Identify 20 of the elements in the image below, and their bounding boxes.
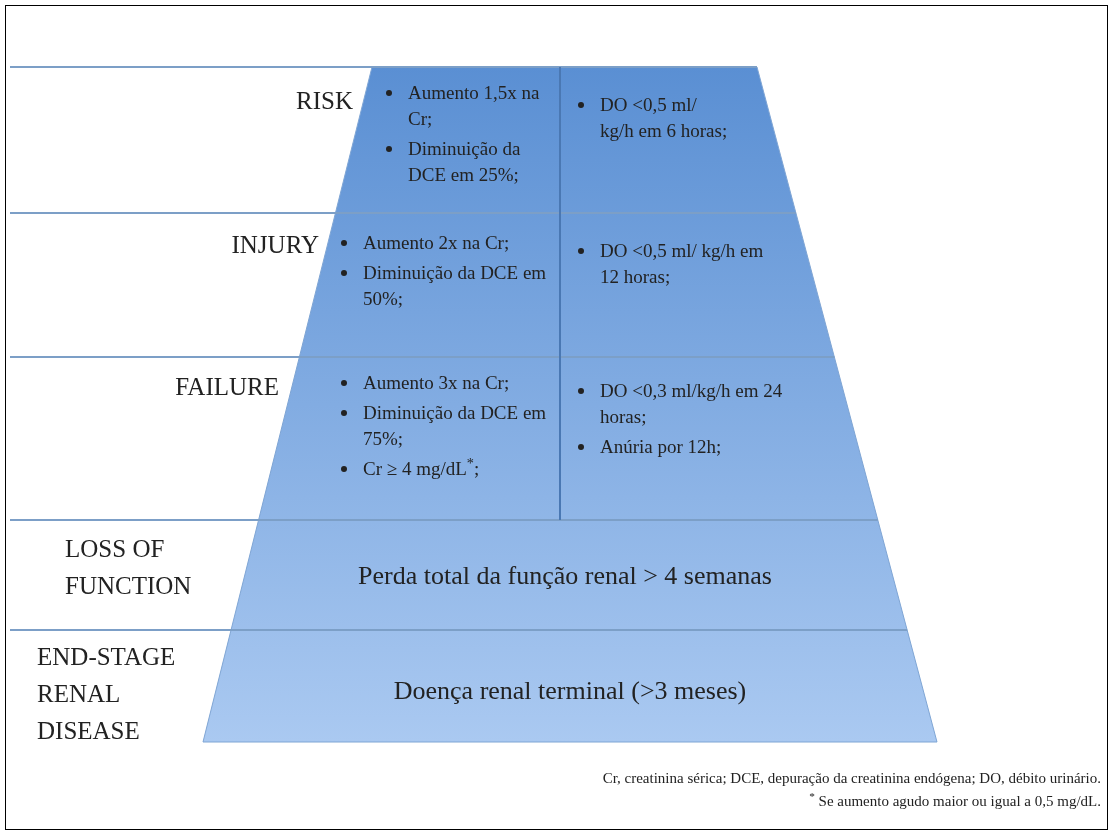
stage-label: END-STAGE RENAL DISEASE xyxy=(37,642,177,746)
footnote: Cr, creatinina sérica; DCE, depuração da creatinina endógena; DO, débito urinário. xyxy=(602,769,1101,788)
stage-label: FAILURE xyxy=(175,372,279,402)
criterion-item: Diminuição da DCE em 25%; xyxy=(408,137,522,187)
criterion-item: Diminuição da DCE em 50%; xyxy=(363,261,548,311)
criteria-text: Perda total da função renal > 4 semanas xyxy=(250,540,880,610)
criterion-item: Anúria por 12h; xyxy=(600,435,722,459)
criterion-item: DO <0,3 ml/kg/h em 24 horas; xyxy=(600,379,784,429)
stage-label: INJURY xyxy=(231,230,319,260)
criterion-item: Aumento 3x na Cr; xyxy=(363,371,510,395)
criterion-item: DO <0,5 ml/ kg/h em 6 horas; xyxy=(600,93,729,143)
stage-label: LOSS OF FUNCTION xyxy=(65,534,193,601)
stage-label: RISK xyxy=(296,86,353,116)
criterion-item: Aumento 1,5x na Cr; xyxy=(408,81,541,131)
criteria-text: Doença renal terminal (>3 meses) xyxy=(215,650,925,730)
criterion-item: Cr ≥ 4 mg/dL$^{*}$; xyxy=(363,456,480,481)
footnote: $^{*}$ Se aumento agudo maior ou igual a 0,5 mg/dL. xyxy=(809,790,1101,811)
criterion-item: DO <0,5 ml/ kg/h em 12 horas; xyxy=(600,239,765,289)
criterion-item: Aumento 2x na Cr; xyxy=(363,231,510,255)
criterion-item: Diminuição da DCE em 75%; xyxy=(363,401,548,451)
